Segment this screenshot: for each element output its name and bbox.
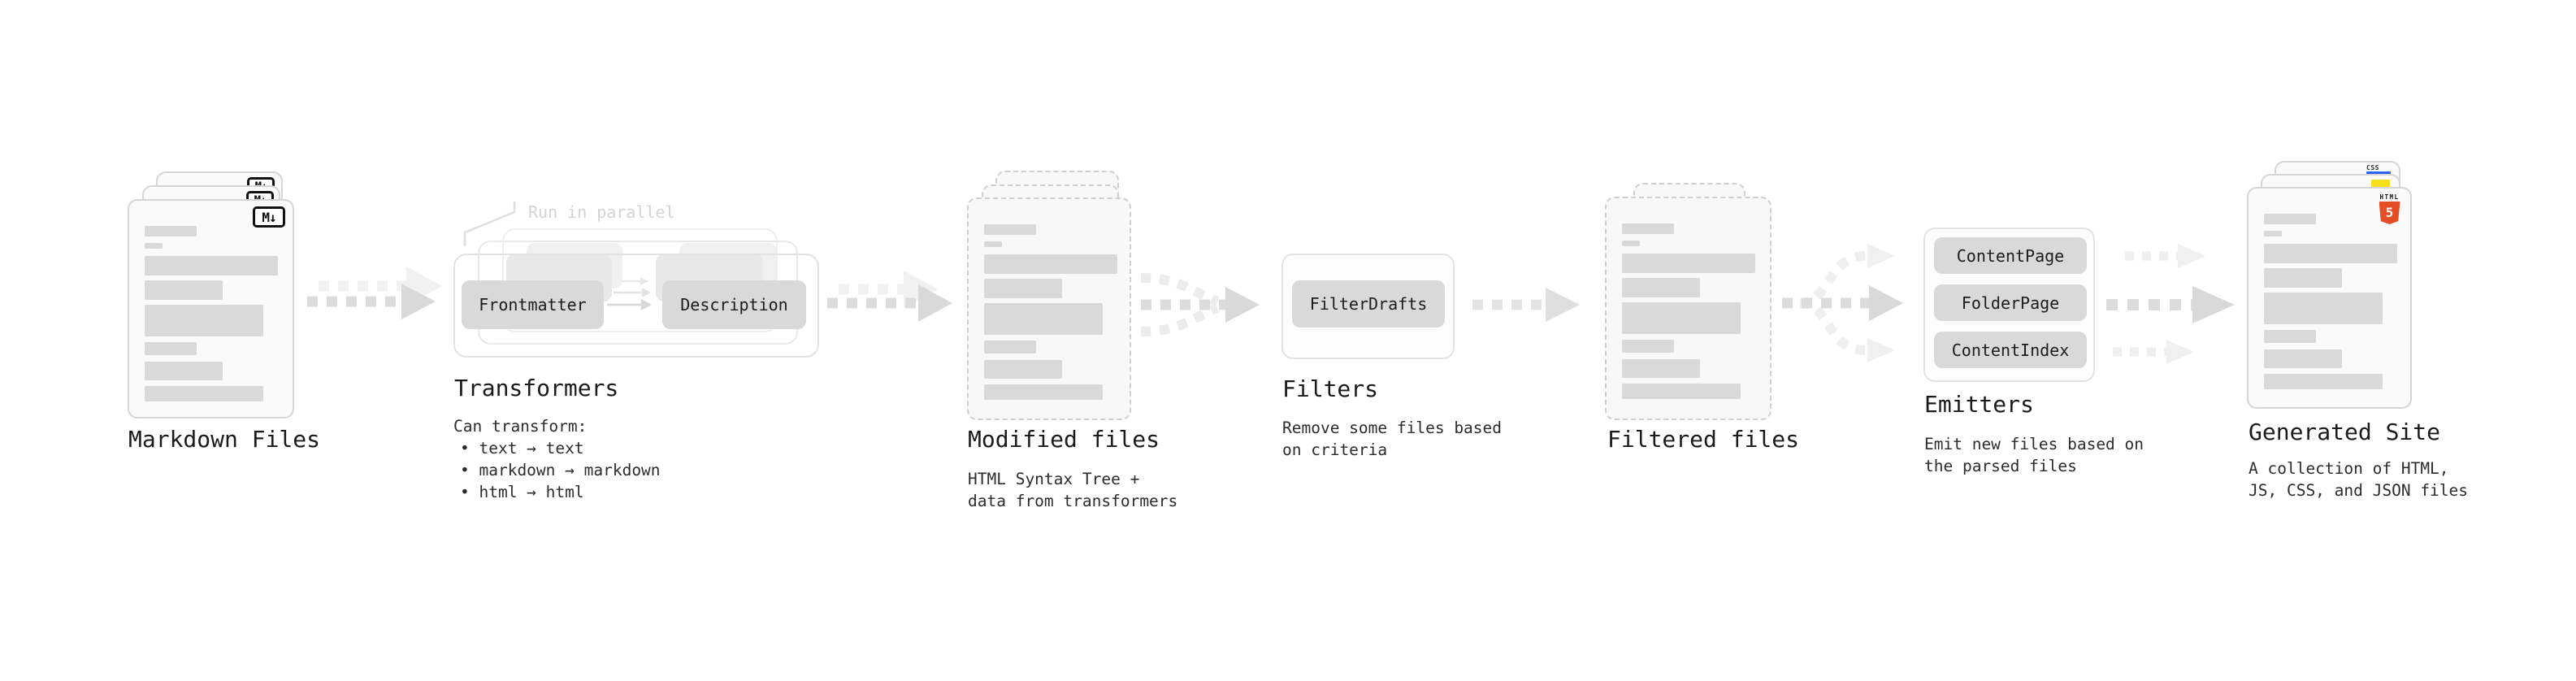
html5-icon: HTML 5 — [2379, 194, 2400, 224]
transformers-bullet: • text → text — [460, 439, 584, 458]
modified-file-card-front — [967, 197, 1131, 420]
modified-files-title: Modified files — [968, 426, 1160, 453]
arrow-transformers-to-modified — [827, 271, 952, 322]
text-line-bar — [145, 362, 223, 380]
text-line-bar — [145, 386, 263, 401]
transformer-description-pill: Description — [662, 280, 806, 329]
text-line-bar — [145, 342, 197, 355]
emitter-contentindex-pill: ContentIndex — [1934, 332, 2087, 368]
document-text-placeholder — [2264, 214, 2399, 389]
css-file-icon: CSS — [2366, 165, 2391, 175]
run-in-parallel-connector — [463, 202, 516, 246]
text-line-bar — [2264, 293, 2383, 324]
transformers-desc-heading: Can transform: — [453, 417, 588, 436]
emitters-title: Emitters — [1924, 391, 2034, 418]
transformer-frontmatter-pill: Frontmatter — [462, 280, 604, 329]
text-line-bar — [2264, 214, 2316, 224]
text-line-bar — [984, 224, 1036, 235]
text-line-bar — [1622, 359, 1700, 378]
markdown-file-card-front: M↓ — [128, 199, 294, 419]
filter-drafts-pill: FilterDrafts — [1292, 280, 1445, 327]
text-line-bar — [2264, 374, 2383, 389]
text-line-bar — [1622, 278, 1700, 297]
transformers-title: Transformers — [454, 375, 619, 401]
document-text-placeholder — [984, 224, 1118, 400]
text-line-bar — [984, 241, 1002, 247]
markdown-files-title: Markdown Files — [128, 426, 321, 453]
text-line-bar — [984, 303, 1103, 335]
arrow-filtered-to-emitters-split — [1782, 244, 1903, 362]
text-line-bar — [145, 305, 263, 336]
text-line-bar — [1622, 254, 1755, 273]
html5-shield: 5 — [2379, 202, 2400, 224]
text-line-bar — [145, 256, 278, 275]
emitter-folderpage-pill: FolderPage — [1934, 284, 2087, 321]
text-line-bar — [145, 226, 197, 236]
filtered-file-card-front — [1605, 197, 1772, 420]
text-line-bar — [984, 254, 1117, 274]
generated-file-card-front: HTML 5 — [2247, 187, 2412, 409]
css-underline — [2366, 171, 2391, 175]
text-line-bar — [145, 280, 223, 300]
transformers-bullet: • html → html — [460, 483, 584, 501]
text-line-bar — [2264, 330, 2316, 343]
text-line-bar — [1622, 340, 1674, 353]
emitters-desc: Emit new files based on the parsed files — [1924, 435, 2144, 475]
arrows-emitters-to-generated — [2106, 244, 2235, 364]
emitter-contentpage-pill: ContentPage — [1934, 237, 2087, 274]
text-line-bar — [2264, 231, 2282, 236]
filters-title: Filters — [1282, 375, 1379, 402]
markdown-icon: M↓ — [253, 206, 285, 228]
text-line-bar — [984, 384, 1103, 400]
text-line-bar — [2264, 268, 2342, 288]
text-line-bar — [984, 279, 1062, 298]
document-text-placeholder — [1622, 223, 1759, 399]
text-line-bar — [145, 243, 163, 249]
document-text-placeholder — [145, 226, 281, 401]
text-line-bar — [984, 340, 1036, 354]
generated-site-title: Generated Site — [2249, 419, 2441, 445]
js-file-icon — [2371, 180, 2390, 189]
modified-files-desc: HTML Syntax Tree + data from transformer… — [968, 470, 1178, 510]
text-line-bar — [1622, 241, 1640, 246]
arrow-modified-to-filters-merge — [1140, 273, 1260, 336]
arrow-markdown-to-transformers — [307, 267, 442, 319]
arrow-filters-to-filtered — [1472, 288, 1580, 322]
text-line-bar — [984, 360, 1062, 379]
text-line-bar — [2264, 349, 2342, 368]
text-line-bar — [1622, 302, 1741, 334]
text-line-bar — [2264, 244, 2397, 263]
generated-site-desc: A collection of HTML, JS, CSS, and JSON … — [2249, 459, 2469, 500]
filtered-files-title: Filtered files — [1607, 426, 1800, 453]
text-line-bar — [1622, 384, 1741, 399]
text-line-bar — [1622, 223, 1674, 234]
filters-desc: Remove some files based on criteria — [1282, 419, 1503, 459]
transformers-bullet: • markdown → markdown — [460, 461, 661, 479]
run-in-parallel-label: Run in parallel — [528, 202, 675, 222]
transformer-frame-front — [453, 254, 819, 358]
